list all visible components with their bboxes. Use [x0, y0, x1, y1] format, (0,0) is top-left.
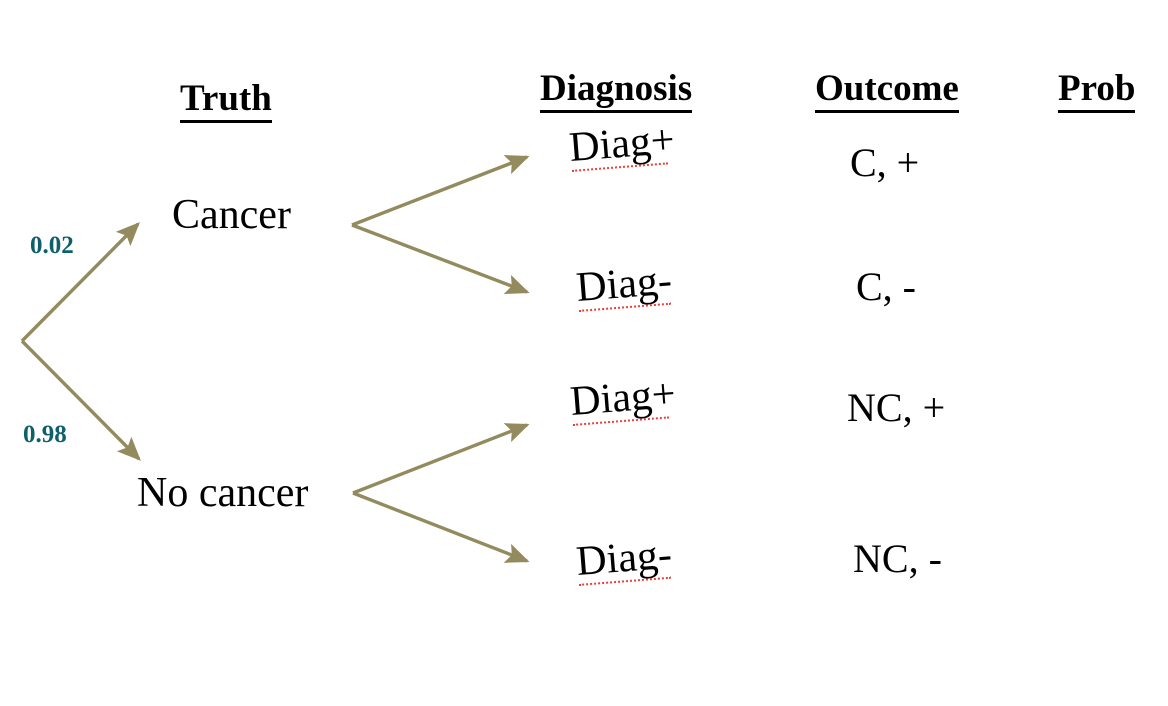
outcome-no-cancer-positive: NC, + [847, 385, 946, 430]
outcome-no-cancer-negative: NC, - [853, 536, 942, 581]
truth-node-cancer: Cancer [172, 192, 291, 238]
diagnosis-node-cancer-negative: Diag- [575, 258, 674, 312]
column-header-outcome: Outcome [815, 70, 959, 113]
outcome-cancer-negative: C, - [856, 264, 916, 309]
column-header-prob: Prob [1058, 70, 1136, 113]
column-header-diagnosis: Diagnosis [540, 70, 693, 113]
branch-probability-no-cancer: 0.98 [23, 421, 67, 448]
column-header-outcome-label: Outcome [815, 70, 959, 113]
column-header-truth: Truth [180, 80, 272, 123]
column-header-diagnosis-label: Diagnosis [540, 70, 693, 113]
tree-edge-no-cancer-to-diag-negative [352, 491, 530, 563]
tree-edge-no-cancer-to-diag-positive [352, 423, 530, 495]
column-header-prob-label: Prob [1058, 70, 1136, 113]
tree-edge-cancer-to-diag-negative [351, 223, 530, 294]
tree-edge-cancer-to-diag-positive [351, 155, 530, 227]
outcome-cancer-positive: C, + [850, 140, 920, 185]
diagnosis-node-no-cancer-negative: Diag- [575, 532, 674, 586]
diagnosis-node-no-cancer-positive: Diag+ [569, 371, 677, 426]
branch-probability-cancer: 0.02 [30, 232, 74, 259]
truth-node-no-cancer: No cancer [137, 470, 309, 516]
column-header-truth-label: Truth [180, 80, 272, 123]
diagnosis-node-cancer-positive: Diag+ [568, 117, 676, 172]
